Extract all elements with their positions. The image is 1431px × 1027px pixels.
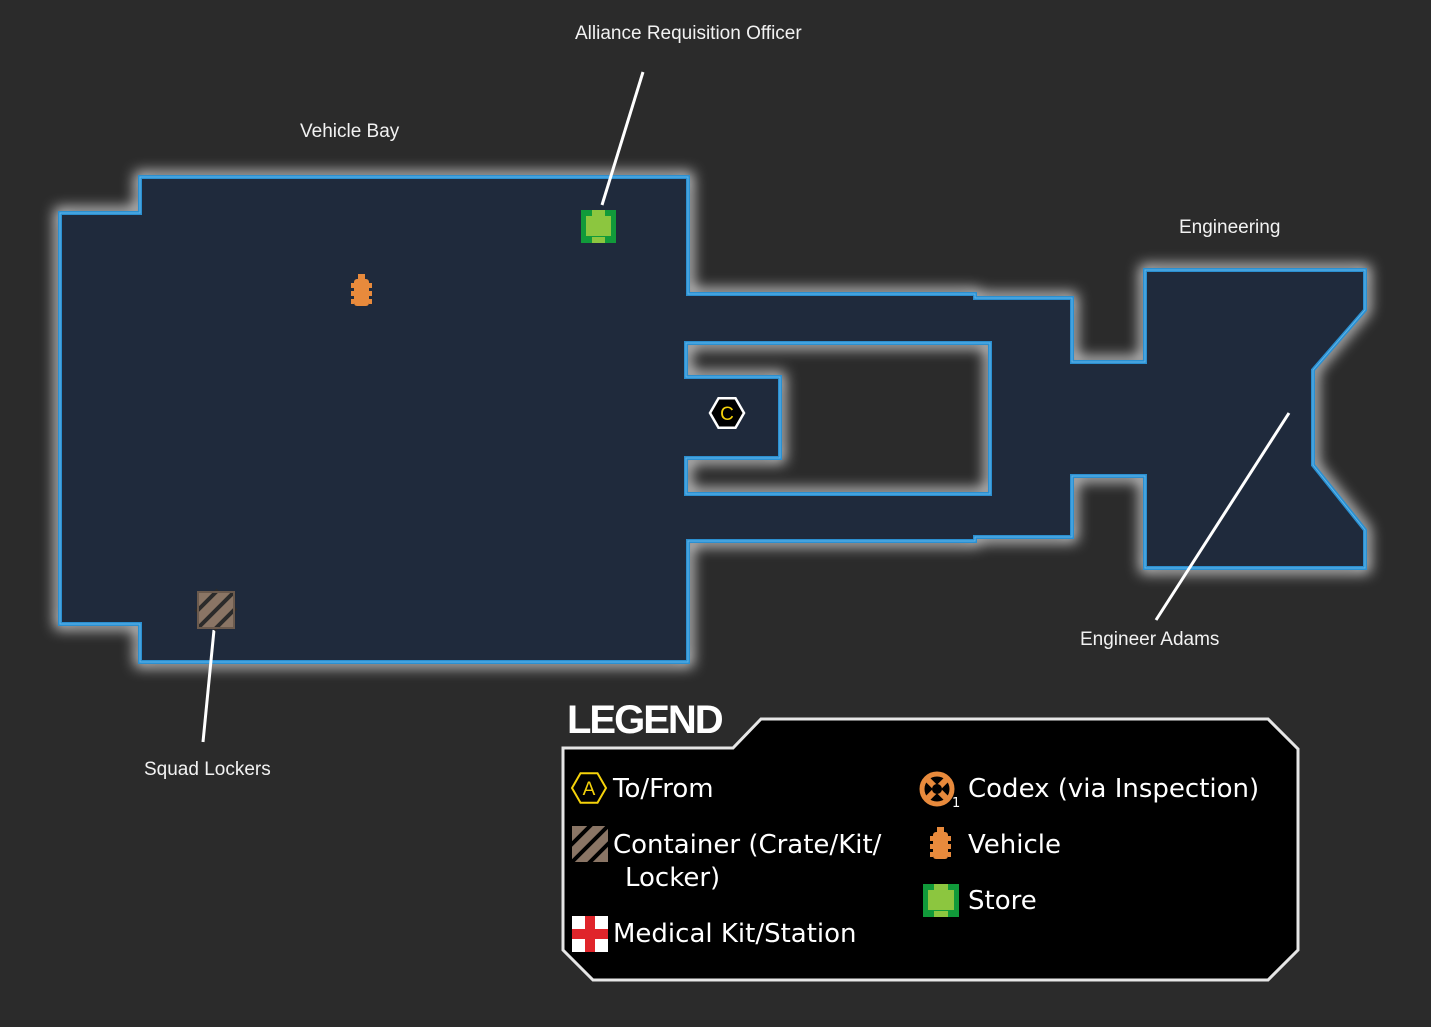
legend-container-icon (568, 822, 612, 866)
legend-container-label-line2: Locker) (625, 863, 721, 893)
store-icon[interactable] (581, 210, 616, 243)
leader-line-engineer-adams (1154, 412, 1291, 621)
label-squad-lockers: Squad Lockers (144, 759, 271, 780)
legend-codex-subscript: 1 (952, 796, 961, 811)
leader-line-squad-lockers (201, 629, 216, 743)
label-engineer-adams: Engineer Adams (1080, 629, 1220, 650)
legend-panel (561, 717, 1300, 982)
legend-to-from-letter: A (583, 779, 596, 800)
transition-marker-icon[interactable]: C (708, 397, 746, 429)
legend-medical-label: Medical Kit/Station (613, 919, 857, 949)
legend-medical-icon (572, 916, 608, 952)
legend-to-from-icon: A (570, 772, 608, 804)
legend-store-icon (923, 884, 959, 917)
transition-marker-letter: C (720, 404, 734, 425)
label-vehicle-bay: Vehicle Bay (300, 121, 400, 142)
wall-highlight (59, 176, 1366, 663)
legend-vehicle-label: Vehicle (968, 830, 1061, 860)
leader-lines (201, 71, 1291, 743)
legend-store-label: Store (968, 886, 1037, 916)
leader-line-requisition-officer (600, 71, 645, 206)
legend-codex-icon (919, 771, 955, 807)
legend-vehicle-icon (930, 827, 951, 859)
container-icon[interactable] (194, 588, 238, 632)
legend-to-from-label: To/From (613, 774, 714, 804)
legend-codex-label: Codex (via Inspection) (968, 774, 1260, 804)
vehicle-icon[interactable] (351, 274, 372, 306)
legend-container-label-line1: Container (Crate/Kit/ (613, 830, 882, 860)
label-engineering: Engineering (1179, 217, 1281, 238)
legend-title: LEGEND (567, 698, 724, 742)
label-requisition-officer: Alliance Requisition Officer (575, 23, 802, 44)
